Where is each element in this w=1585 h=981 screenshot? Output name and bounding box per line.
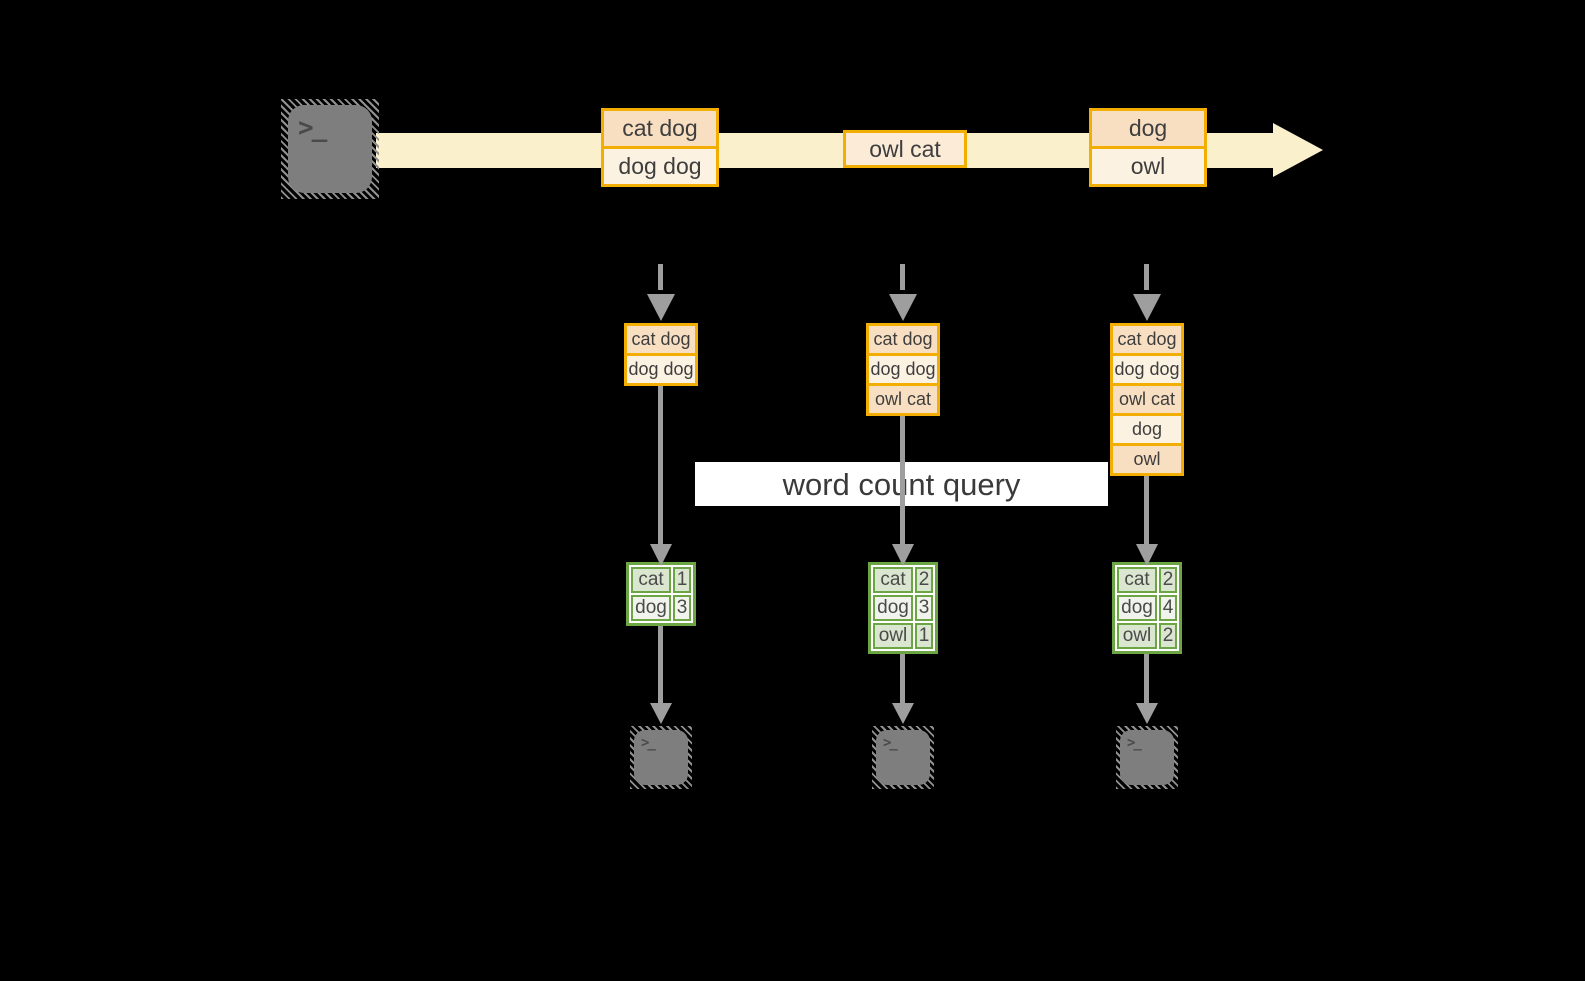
buffer-line: cat dog xyxy=(627,326,695,356)
word-cell: dog xyxy=(873,595,913,621)
query-arrowhead-icon xyxy=(650,544,672,566)
terminal-prompt-icon: >_ xyxy=(883,735,898,751)
ingest-arrowhead-icon xyxy=(647,294,675,321)
buffer-line: owl xyxy=(1113,446,1181,473)
word-cell: owl xyxy=(873,623,913,649)
event-line: dog xyxy=(1092,111,1204,149)
buffer-box-1: cat dog dog dog xyxy=(624,323,698,386)
emit-arrow-line xyxy=(658,626,663,704)
emit-arrowhead-icon xyxy=(892,703,914,724)
buffer-line: dog dog xyxy=(869,356,937,386)
sink-terminal-icon: >_ xyxy=(634,730,688,785)
count-cell: 2 xyxy=(1159,623,1177,649)
table-row: cat 2 xyxy=(1117,567,1177,593)
emit-arrowhead-icon xyxy=(650,703,672,724)
sink-terminal-icon: >_ xyxy=(1120,730,1174,785)
query-arrow-line xyxy=(1144,476,1149,544)
ingest-arrowhead-icon xyxy=(889,294,917,321)
count-cell: 4 xyxy=(1159,595,1177,621)
ingest-arrow-dash xyxy=(1144,264,1149,290)
ingest-arrow-dash xyxy=(658,264,663,290)
terminal-prompt-icon: >_ xyxy=(298,113,327,143)
table-row: cat 1 xyxy=(631,567,691,593)
count-cell: 1 xyxy=(673,567,691,593)
sink-terminal-hatch: >_ xyxy=(872,726,934,789)
event-line: owl cat xyxy=(846,133,964,165)
query-arrowhead-icon xyxy=(892,544,914,566)
table-row: owl 2 xyxy=(1117,623,1177,649)
emit-arrow-line xyxy=(1144,654,1149,704)
buffer-box-3: cat dog dog dog owl cat dog owl xyxy=(1110,323,1184,476)
event-line: owl xyxy=(1092,149,1204,184)
count-cell: 1 xyxy=(915,623,933,649)
table-row: dog 3 xyxy=(631,595,691,621)
event-box-1: cat dog dog dog xyxy=(601,108,719,187)
buffer-line: dog xyxy=(1113,416,1181,446)
result-table-3: cat 2 dog 4 owl 2 xyxy=(1112,562,1182,654)
source-terminal-hatch: >_ xyxy=(281,99,379,199)
word-cell: cat xyxy=(631,567,671,593)
event-line: cat dog xyxy=(604,111,716,149)
table-row: dog 3 xyxy=(873,595,933,621)
emit-arrowhead-icon xyxy=(1136,703,1158,724)
ingest-arrowhead-icon xyxy=(1133,294,1161,321)
sink-terminal-icon: >_ xyxy=(876,730,930,785)
count-cell: 2 xyxy=(915,567,933,593)
table-row: cat 2 xyxy=(873,567,933,593)
event-line: dog dog xyxy=(604,149,716,184)
stream-arrowhead-icon xyxy=(1273,123,1323,177)
table-row: dog 4 xyxy=(1117,595,1177,621)
buffer-line: cat dog xyxy=(1113,326,1181,356)
query-arrowhead-icon xyxy=(1136,544,1158,566)
word-cell: dog xyxy=(1117,595,1157,621)
result-table-2: cat 2 dog 3 owl 1 xyxy=(868,562,938,654)
event-box-2: owl cat xyxy=(843,130,967,168)
emit-arrow-line xyxy=(900,654,905,704)
buffer-line: owl cat xyxy=(869,386,937,413)
terminal-prompt-icon: >_ xyxy=(1127,735,1142,751)
buffer-line: dog dog xyxy=(627,356,695,383)
sink-terminal-hatch: >_ xyxy=(630,726,692,789)
result-table-1: cat 1 dog 3 xyxy=(626,562,696,626)
word-cell: owl xyxy=(1117,623,1157,649)
query-arrow-line xyxy=(658,386,663,544)
query-arrow-line xyxy=(900,416,905,544)
buffer-box-2: cat dog dog dog owl cat xyxy=(866,323,940,416)
word-cell: cat xyxy=(873,567,913,593)
buffer-line: owl cat xyxy=(1113,386,1181,416)
ingest-arrow-dash xyxy=(900,264,905,290)
count-cell: 3 xyxy=(673,595,691,621)
buffer-line: dog dog xyxy=(1113,356,1181,386)
count-cell: 2 xyxy=(1159,567,1177,593)
count-cell: 3 xyxy=(915,595,933,621)
sink-terminal-hatch: >_ xyxy=(1116,726,1178,789)
terminal-prompt-icon: >_ xyxy=(641,735,656,751)
source-terminal-icon: >_ xyxy=(288,105,372,193)
word-cell: dog xyxy=(631,595,671,621)
event-box-3: dog owl xyxy=(1089,108,1207,187)
buffer-line: cat dog xyxy=(869,326,937,356)
word-cell: cat xyxy=(1117,567,1157,593)
table-row: owl 1 xyxy=(873,623,933,649)
